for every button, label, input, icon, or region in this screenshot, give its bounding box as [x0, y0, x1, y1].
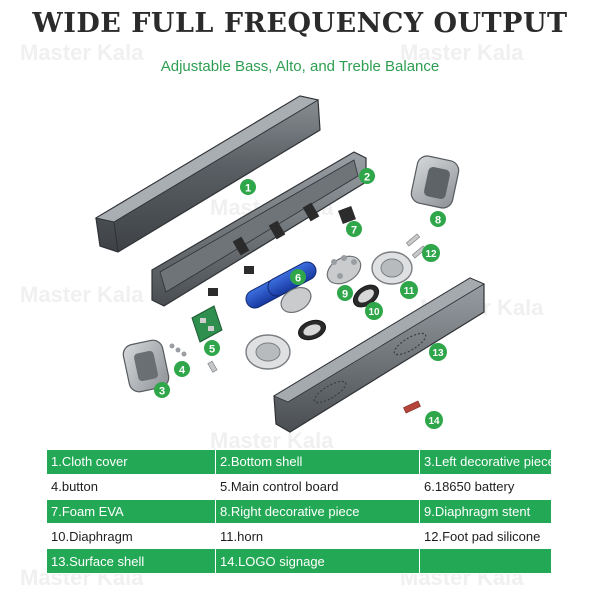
legend-row: 4.button 5.Main control board 6.18650 ba…	[46, 473, 552, 500]
svg-text:6: 6	[295, 273, 301, 285]
svg-text:11: 11	[404, 286, 415, 297]
watermark: Master Kala	[20, 40, 144, 65]
callout-14: 14	[425, 411, 443, 429]
svg-text:7: 7	[351, 225, 357, 237]
callout-6: 6	[290, 269, 306, 285]
svg-text:1: 1	[245, 183, 251, 195]
legend-cell: 1.Cloth cover	[46, 449, 216, 475]
svg-text:14: 14	[428, 416, 440, 427]
callout-12: 12	[422, 244, 440, 262]
svg-text:8: 8	[435, 215, 441, 227]
callout-7: 7	[346, 221, 362, 237]
legend-cell: 12.Foot pad silicone	[419, 523, 552, 550]
page-title: WIDE FULL FREQUENCY OUTPUT	[32, 8, 568, 39]
legend-cell: 7.Foam EVA	[46, 498, 216, 525]
legend-cell: 9.Diaphragm stent	[419, 498, 552, 525]
right-decorative-piece-part	[410, 155, 460, 209]
watermark: Master Kala	[20, 282, 144, 307]
svg-text:9: 9	[342, 289, 348, 301]
callout-13: 13	[429, 343, 447, 361]
exploded-view-diagram: 1 2 3 4 5 6 7 8 9 10 11 12 13 14	[94, 95, 485, 433]
diaphragm-part	[297, 284, 380, 341]
watermark: Master Kala	[400, 40, 524, 65]
svg-text:3: 3	[159, 386, 165, 398]
legend-cell	[419, 548, 552, 574]
legend-cell: 3.Left decorative piece	[419, 449, 552, 475]
page-subtitle: Adjustable Bass, Alto, and Treble Balanc…	[160, 58, 440, 75]
button-part	[169, 343, 218, 373]
main-control-board-part	[191, 305, 223, 343]
surface-shell-part	[273, 277, 485, 433]
parts-legend-table: 1.Cloth cover 2.Bottom shell 3.Left deco…	[46, 449, 552, 574]
legend-row: 10.Diaphragm 11.horn 12.Foot pad silicon…	[46, 523, 552, 550]
svg-text:4: 4	[179, 365, 186, 377]
legend-cell: 14.LOGO signage	[215, 548, 420, 574]
cloth-cover-part	[94, 95, 321, 253]
callout-4: 4	[174, 361, 190, 377]
callout-10: 10	[365, 302, 383, 320]
legend-cell: 4.button	[46, 473, 216, 500]
callout-3: 3	[154, 382, 170, 398]
foam-eva-part	[208, 206, 356, 296]
horn-part	[245, 251, 413, 370]
svg-text:5: 5	[209, 344, 215, 356]
legend-row: 7.Foam EVA 8.Right decorative piece 9.Di…	[46, 498, 552, 525]
callout-8: 8	[430, 211, 446, 227]
legend-cell: 13.Surface shell	[46, 548, 216, 574]
svg-text:13: 13	[432, 348, 444, 359]
diaphragm-stent-part	[280, 255, 362, 314]
callout-9: 9	[337, 285, 353, 301]
legend-cell: 2.Bottom shell	[215, 449, 420, 475]
svg-text:2: 2	[364, 172, 370, 184]
svg-text:10: 10	[368, 307, 380, 318]
legend-cell: 5.Main control board	[215, 473, 420, 500]
legend-cell: 11.horn	[215, 523, 420, 550]
svg-text:12: 12	[425, 249, 437, 260]
left-decorative-piece-part	[122, 339, 170, 393]
logo-signage-part	[403, 400, 421, 414]
legend-row: 13.Surface shell 14.LOGO signage	[46, 548, 552, 574]
legend-row: 1.Cloth cover 2.Bottom shell 3.Left deco…	[46, 449, 552, 475]
legend-cell: 8.Right decorative piece	[215, 498, 420, 525]
callout-1: 1	[240, 179, 256, 195]
callout-5: 5	[204, 340, 220, 356]
legend-cell: 10.Diaphragm	[46, 523, 216, 550]
callout-11: 11	[400, 281, 418, 299]
legend-cell: 6.18650 battery	[419, 473, 552, 500]
callout-2: 2	[359, 168, 375, 184]
watermark: Master Kala	[210, 428, 334, 453]
foot-pad-silicone-part	[405, 233, 427, 259]
